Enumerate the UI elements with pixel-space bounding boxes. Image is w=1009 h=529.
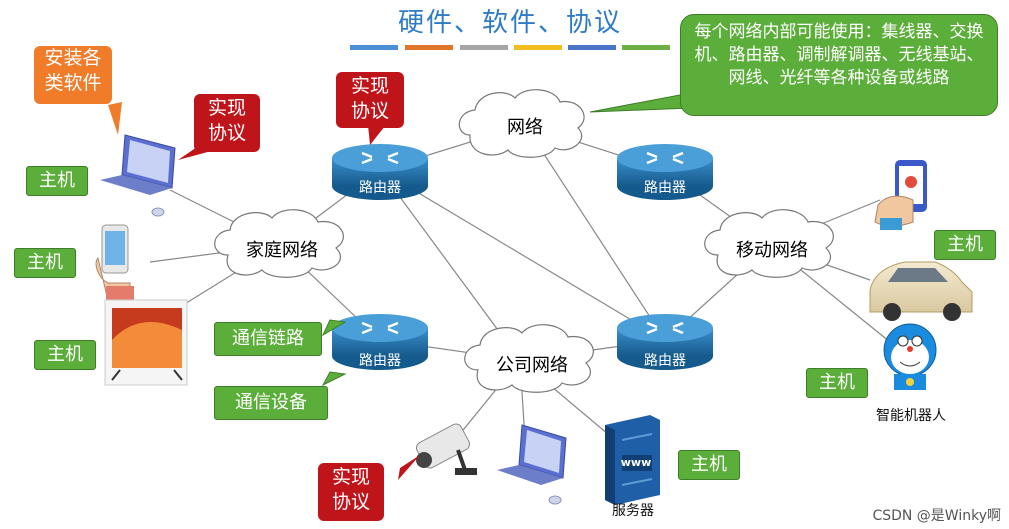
car-icon xyxy=(869,261,973,321)
router-label-3: 路由器 xyxy=(359,353,401,369)
page-title: 硬件、软件、协议 xyxy=(397,8,622,38)
cloud-label-company-network: 公司网络 xyxy=(496,355,568,376)
cloud-network xyxy=(458,89,585,158)
router-label-4: 路由器 xyxy=(644,353,686,369)
robot-icon xyxy=(883,323,937,390)
cloud-label-network: 网络 xyxy=(507,117,543,138)
callout-implement-protocol-router: 实现 协议 xyxy=(336,72,404,128)
router-3 xyxy=(332,314,428,370)
server-icon xyxy=(605,415,660,505)
phone-icon xyxy=(95,224,134,302)
router-4 xyxy=(617,314,713,370)
server-label: 服务器 xyxy=(612,503,654,519)
camera-icon xyxy=(415,423,477,475)
router-label-2: 路由器 xyxy=(644,180,686,196)
callout-communication-device: 通信设备 xyxy=(214,386,328,420)
cloud-company-network xyxy=(464,324,594,393)
host-label-laptop: 主机 xyxy=(26,166,88,196)
host-label-phone: 主机 xyxy=(14,248,76,278)
router-label-1: 路由器 xyxy=(359,180,401,196)
callout-install-software: 安装各 类软件 xyxy=(34,46,112,104)
cloud-label-mobile-network: 移动网络 xyxy=(736,240,808,261)
server-screen-text: www xyxy=(620,456,652,469)
router-2 xyxy=(617,144,713,200)
mobile-phone-icon xyxy=(874,160,927,230)
cloud-home-network xyxy=(214,209,344,278)
footer-credit: CSDN @是Winky啊 xyxy=(872,508,1001,524)
callout-communication-link: 通信链路 xyxy=(214,322,322,356)
host-label-car: 主机 xyxy=(934,230,996,260)
callout-implement-protocol-laptop: 实现 协议 xyxy=(194,94,260,152)
robot-label: 智能机器人 xyxy=(876,408,946,424)
callout-implement-protocol-camera: 实现 协议 xyxy=(318,463,384,521)
cloud-label-home-network: 家庭网络 xyxy=(246,240,318,261)
host-label-server: 主机 xyxy=(678,450,740,480)
cloud-mobile-network xyxy=(704,209,834,278)
host-label-robot: 主机 xyxy=(806,368,868,398)
laptop-bottom-icon xyxy=(497,424,567,505)
title-color-bar xyxy=(350,45,670,50)
laptop-icon xyxy=(100,134,176,217)
router-1 xyxy=(332,144,428,200)
host-label-tv: 主机 xyxy=(34,340,96,370)
callout-network-note: 每个网络内部可能使用：集线器、交换机、路由器、调制解调器、无线基站、网线、光纤等… xyxy=(680,14,998,116)
tv-icon xyxy=(104,299,188,386)
